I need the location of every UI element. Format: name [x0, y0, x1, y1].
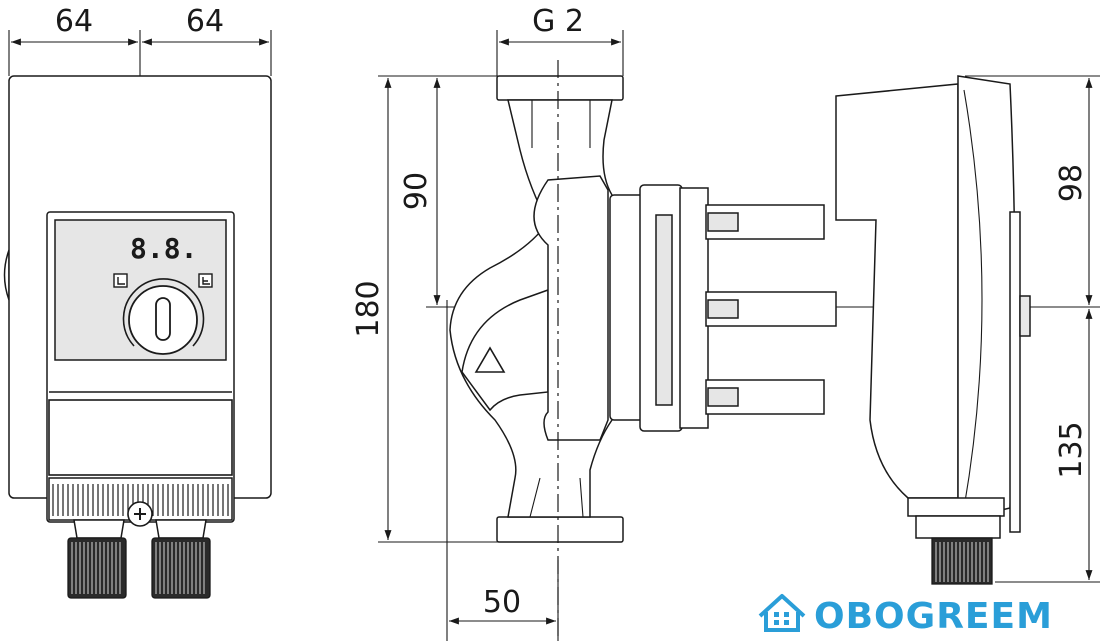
- dim-label-g2: G 2: [532, 4, 584, 39]
- cable-gland-right: [151, 519, 211, 599]
- side-view: G 2 180 90 98 135 50: [351, 4, 1100, 641]
- dim-label-180: 180: [351, 280, 386, 337]
- dim-label-90: 90: [399, 172, 434, 210]
- dim-label-right-64: 64: [186, 4, 224, 39]
- watermark-logo-icon: [758, 594, 806, 632]
- dim-label-135: 135: [1054, 421, 1089, 478]
- dim-label-50: 50: [483, 585, 521, 620]
- flow-direction-icon: [474, 346, 506, 373]
- front-view: 64 64 8.8.: [3, 4, 272, 599]
- watermark-brand: OBOGREEM: [814, 596, 1053, 637]
- mode-icon-left: [113, 273, 128, 288]
- knob-icon[interactable]: [122, 278, 205, 355]
- motor-housing: [533, 175, 837, 441]
- mode-icon-right: [198, 273, 213, 288]
- display-readout: 8.8.: [130, 232, 197, 265]
- dim-label-98: 98: [1054, 164, 1089, 202]
- dim-label-left-64: 64: [55, 4, 93, 39]
- watermark: OBOGREEM: [745, 586, 1085, 641]
- cable-gland-left: [67, 519, 127, 599]
- pump-head-side: [835, 75, 1031, 585]
- screw-icon: [127, 501, 153, 527]
